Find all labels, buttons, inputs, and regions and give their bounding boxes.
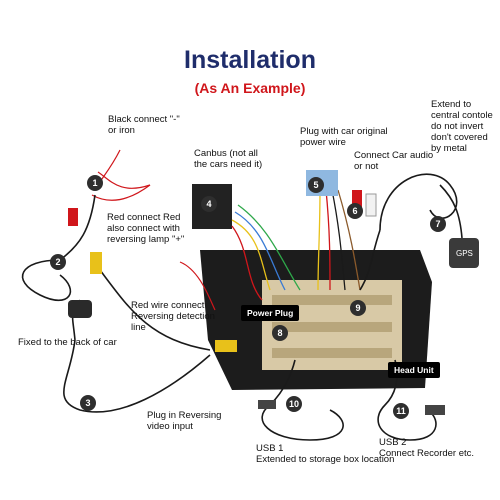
yellow-rca-plug: [215, 340, 237, 352]
badge-4: 4: [201, 196, 217, 212]
board-pin-strip: [272, 295, 392, 305]
label-extend-console: Extend to central contole do not invert …: [431, 99, 493, 154]
badge-8: 8: [272, 325, 288, 341]
label-plug-car-power: Plug with car original power wire: [300, 126, 388, 148]
label-usb1: USB 1 Extended to storage box location: [256, 443, 395, 465]
diagram-subtitle: (As An Example): [194, 80, 306, 96]
usb-connector: [425, 405, 445, 415]
badge-3: 3: [80, 395, 96, 411]
label-red-wire: Red wire connect Reversing detection lin…: [131, 300, 215, 333]
diagram-title: Installation: [184, 46, 316, 74]
label-red-connect: Red connect Red also connect with revers…: [107, 212, 185, 245]
badge-2: 2: [50, 254, 66, 270]
board-pin-strip: [272, 322, 392, 332]
badge-1: 1: [87, 175, 103, 191]
label-usb2: USB 2 Connect Recorder etc.: [379, 437, 475, 459]
badge-7: 7: [430, 216, 446, 232]
badge-10: 10: [286, 396, 302, 412]
audio-rca-plug: [365, 193, 377, 217]
power-plug-tag: Power Plug: [241, 305, 300, 321]
label-fixed-back: Fixed to the back of car: [18, 337, 117, 348]
head-unit-tag: Head Unit: [388, 362, 440, 378]
usb-cables: [261, 359, 437, 441]
label-connect-audio: Connect Car audio or not: [354, 150, 434, 172]
red-rca-plug: [68, 208, 78, 226]
usb-connector: [258, 400, 276, 409]
label-plug-reversing: Plug in Reversing video input: [147, 410, 222, 432]
audio-rca-plug: [352, 190, 362, 214]
harness-wires: [231, 189, 361, 301]
reversing-camera: [68, 300, 92, 318]
label-black-connect: Black connect "-" or iron: [108, 114, 180, 136]
gps-tag: GPS: [456, 249, 473, 258]
yellow-rca-plug: [90, 252, 102, 274]
board-pin-strip: [272, 348, 392, 358]
badge-11: 11: [393, 403, 409, 419]
badge-5: 5: [308, 177, 324, 193]
badge-6: 6: [347, 203, 363, 219]
badge-9: 9: [350, 300, 366, 316]
label-canbus: Canbus (not all the cars need it): [194, 148, 263, 170]
gps-antenna: [449, 238, 479, 268]
